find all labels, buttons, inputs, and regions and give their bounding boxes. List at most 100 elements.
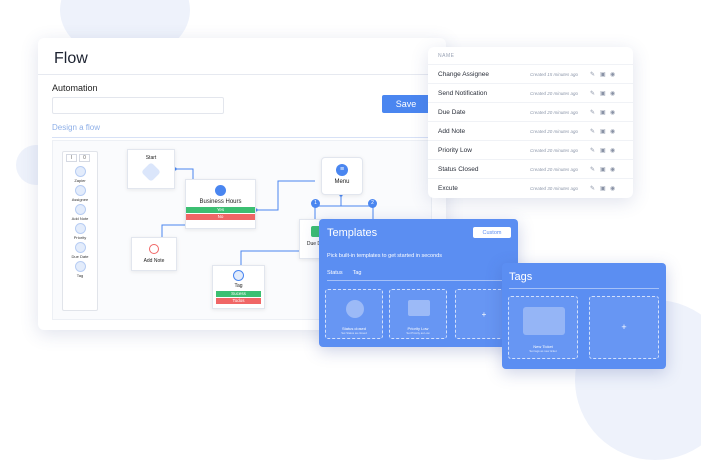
palette-item-priority[interactable]: Priority xyxy=(63,223,97,240)
automation-label: Automation xyxy=(52,83,98,93)
add-note-label: Add Note xyxy=(143,258,165,264)
eye-icon[interactable]: ◉ xyxy=(610,71,616,78)
start-node-label: Start xyxy=(145,155,157,161)
trash-icon[interactable]: ▣ xyxy=(600,147,606,154)
branch-badge: 2 xyxy=(368,199,377,208)
business-hours-label: Business Hours xyxy=(199,199,242,205)
palette-item-label: Tag xyxy=(76,273,84,278)
calendar-icon xyxy=(74,242,86,253)
table-row[interactable]: Excute Created 30 minutes ago ✎ ▣ ◉ xyxy=(428,178,633,197)
tag-card-label: New Ticket xyxy=(533,344,553,349)
column-header-name: NAME xyxy=(438,53,455,59)
trash-icon[interactable]: ▣ xyxy=(600,166,606,173)
divider xyxy=(38,74,446,75)
new-ticket-icon xyxy=(523,307,565,335)
tag-card[interactable]: New Ticket Set tags as new ticket xyxy=(508,296,578,359)
palette-item-label: Assignee xyxy=(71,197,89,202)
row-created: Created 30 minutes ago xyxy=(530,185,579,191)
tab-status[interactable]: Status xyxy=(327,270,343,276)
row-name: Status Closed xyxy=(438,165,479,173)
eye-icon[interactable]: ◉ xyxy=(610,166,616,173)
eye-icon[interactable]: ◉ xyxy=(610,147,616,154)
edit-icon[interactable]: ✎ xyxy=(590,147,596,154)
assignee-icon xyxy=(74,185,86,196)
trash-icon[interactable]: ▣ xyxy=(600,128,606,135)
menu-node[interactable]: ≡ Menu xyxy=(321,157,363,195)
divider xyxy=(327,280,510,281)
edit-icon[interactable]: ✎ xyxy=(590,90,596,97)
palette-tab[interactable]: I xyxy=(66,154,77,162)
template-card-sub: Set Status as closed xyxy=(341,331,367,335)
row-name: Change Assignee xyxy=(438,70,489,78)
template-card-label: Priority Low xyxy=(407,326,429,331)
start-node[interactable]: Start xyxy=(127,149,175,189)
business-hours-node[interactable]: Business Hours Yes No xyxy=(185,179,256,229)
tab-tag[interactable]: Tag xyxy=(352,270,362,276)
templates-description: Pick built-in templates to get started i… xyxy=(327,253,442,259)
palette-item-label: Add Note xyxy=(71,216,89,221)
eye-icon[interactable]: ◉ xyxy=(610,185,616,192)
template-card[interactable]: Priority Low Set Priority as Low xyxy=(389,289,447,339)
template-card[interactable]: Status closed Set Status as closed xyxy=(325,289,383,339)
edit-icon[interactable]: ✎ xyxy=(590,166,596,173)
note-icon xyxy=(74,204,86,215)
due-date-label: Due Dat xyxy=(306,241,326,247)
palette-item-tag[interactable]: Tag xyxy=(63,261,97,278)
plus-icon: + xyxy=(481,310,487,319)
custom-button[interactable]: Custom xyxy=(473,227,511,238)
row-created: Created 20 minutes ago xyxy=(530,147,579,153)
edit-icon[interactable]: ✎ xyxy=(590,128,596,135)
page-title: Flow xyxy=(54,50,88,67)
tag-icon xyxy=(233,270,244,281)
templates-title: Templates xyxy=(327,227,378,239)
tag-option[interactable]: Todos xyxy=(216,298,261,304)
trash-icon[interactable]: ▣ xyxy=(600,109,606,116)
yes-branch[interactable]: Yes xyxy=(186,207,255,213)
save-button[interactable]: Save xyxy=(382,95,430,113)
template-card-label: Status closed xyxy=(341,326,366,331)
templates-panel: Templates Custom Pick built-in templates… xyxy=(319,219,518,347)
edit-icon[interactable]: ✎ xyxy=(590,185,596,192)
row-created: Created 20 minutes ago xyxy=(530,128,579,134)
palette-item-add-note[interactable]: Add Note xyxy=(63,204,97,221)
palette-item-label: Due Date xyxy=(71,254,89,259)
menu-node-label: Menu xyxy=(334,179,350,185)
no-branch[interactable]: No xyxy=(186,214,255,220)
palette-item-due-date[interactable]: Due Date xyxy=(63,242,97,259)
trash-icon[interactable]: ▣ xyxy=(600,90,606,97)
clock-icon xyxy=(215,185,226,196)
edit-icon[interactable]: ✎ xyxy=(590,109,596,116)
zapier-icon xyxy=(74,166,86,177)
row-name: Excute xyxy=(438,184,458,192)
eye-icon[interactable]: ◉ xyxy=(610,109,616,116)
palette-item-assignee[interactable]: Assignee xyxy=(63,185,97,202)
row-created: Created 20 minutes ago xyxy=(530,109,579,115)
palette-tab[interactable]: 0 xyxy=(79,154,90,162)
row-name: Send Notification xyxy=(438,89,488,97)
trash-icon[interactable]: ▣ xyxy=(600,185,606,192)
plus-icon: + xyxy=(621,322,627,332)
tag-card-sub: Set tags as new ticket xyxy=(529,349,557,353)
trash-icon[interactable]: ▣ xyxy=(600,71,606,78)
add-tag-card[interactable]: + xyxy=(589,296,659,359)
status-closed-icon xyxy=(346,300,364,318)
menu-icon: ≡ xyxy=(336,164,348,176)
eye-icon[interactable]: ◉ xyxy=(610,128,616,135)
divider xyxy=(509,288,659,289)
tag-option[interactable]: Sucess xyxy=(216,291,261,297)
add-note-node[interactable]: Add Note xyxy=(131,237,177,271)
eye-icon[interactable]: ◉ xyxy=(610,90,616,97)
priority-icon xyxy=(74,223,86,234)
tag-node[interactable]: Tag Sucess Todos xyxy=(212,265,265,309)
edit-icon[interactable]: ✎ xyxy=(590,71,596,78)
tag-node-label: Tag xyxy=(234,283,243,289)
palette-item-zapier[interactable]: Zapier xyxy=(63,166,97,183)
automation-input[interactable] xyxy=(52,97,224,114)
design-flow-label: Design a flow xyxy=(52,123,101,132)
